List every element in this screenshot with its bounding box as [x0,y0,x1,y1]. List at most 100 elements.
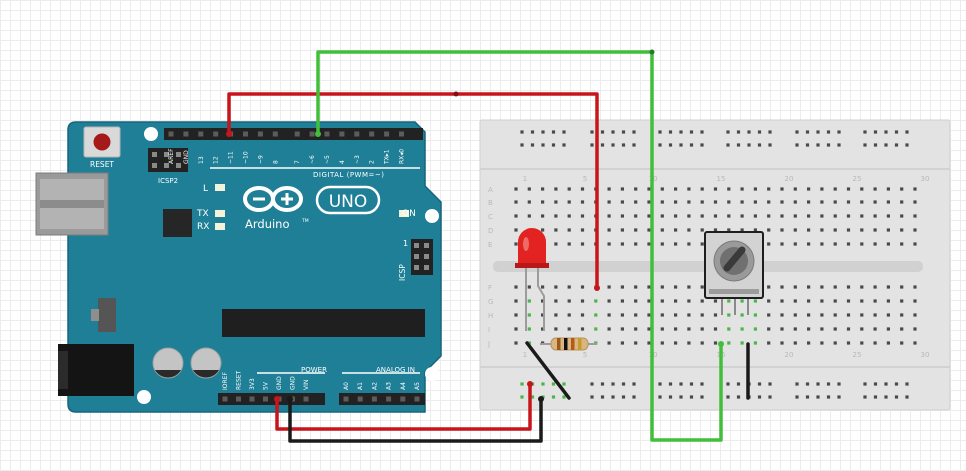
breadboard-hole[interactable] [620,313,624,317]
breadboard-rail-hole[interactable] [632,130,636,134]
breadboard-hole[interactable] [687,285,691,289]
breadboard-rail-hole[interactable] [679,143,683,147]
breadboard-rail-hole[interactable] [668,395,673,399]
breadboard-rail-hole[interactable] [658,130,662,134]
breadboard-hole[interactable] [607,299,611,303]
breadboard-hole[interactable] [860,299,864,303]
breadboard-hole[interactable] [900,228,904,232]
breadboard-hole[interactable] [647,214,651,218]
breadboard-hole[interactable] [846,214,851,218]
breadboard-rail-hole[interactable] [905,395,909,399]
breadboard-hole[interactable] [687,242,691,246]
breadboard-hole[interactable] [767,228,771,232]
breadboard-hole[interactable] [634,299,638,303]
breadboard-hole[interactable] [607,341,611,345]
breadboard-hole[interactable] [900,187,904,191]
breadboard-hole[interactable] [647,187,651,191]
breadboard-hole[interactable] [886,285,890,289]
breadboard-hole[interactable] [514,200,518,204]
icsp-pin[interactable] [414,254,419,259]
power-pin[interactable] [236,396,241,402]
icsp2-pin[interactable] [152,152,157,157]
breadboard-rail-hole[interactable] [795,382,799,386]
breadboard-hole[interactable] [620,299,624,303]
breadboard-hole[interactable] [846,285,851,289]
wire-black-led-to-gnd[interactable] [525,341,571,400]
breadboard-hole[interactable] [780,313,784,317]
breadboard-hole[interactable] [886,341,890,345]
breadboard-hole[interactable] [846,200,851,204]
breadboard-hole[interactable] [727,299,731,303]
breadboard-hole[interactable] [886,313,890,317]
breadboard-hole[interactable] [541,214,545,218]
digital-pin[interactable] [309,131,315,137]
breadboard-hole[interactable] [846,327,851,331]
breadboard-hole[interactable] [514,327,518,331]
breadboard-rail-hole[interactable] [863,382,867,386]
breadboard-hole[interactable] [753,327,757,331]
breadboard-rail-hole[interactable] [600,395,605,399]
breadboard-hole[interactable] [780,341,784,345]
breadboard-hole[interactable] [727,228,731,232]
breadboard-hole[interactable] [634,327,638,331]
breadboard-hole[interactable] [700,327,704,331]
breadboard-rail-hole[interactable] [905,143,909,147]
breadboard-hole[interactable] [727,200,731,204]
breadboard-hole[interactable] [807,187,811,191]
breadboard-hole[interactable] [580,214,585,218]
breadboard-hole[interactable] [753,341,757,345]
breadboard-hole[interactable] [687,200,691,204]
breadboard-hole[interactable] [713,327,718,331]
breadboard-hole[interactable] [900,299,904,303]
breadboard-hole[interactable] [674,228,678,232]
breadboard-rail-hole[interactable] [726,382,730,386]
breadboard-hole[interactable] [913,313,917,317]
breadboard-hole[interactable] [846,313,851,317]
breadboard-hole[interactable] [753,187,757,191]
power-pin[interactable] [263,396,268,402]
breadboard-hole[interactable] [647,313,651,317]
breadboard-hole[interactable] [634,214,638,218]
breadboard-hole[interactable] [767,299,771,303]
breadboard-hole[interactable] [541,313,545,317]
breadboard-rail-hole[interactable] [873,130,878,134]
breadboard-hole[interactable] [554,214,558,218]
breadboard-hole[interactable] [700,214,704,218]
breadboard-rail-hole[interactable] [795,143,799,147]
breadboard-hole[interactable] [860,200,864,204]
breadboard-hole[interactable] [767,285,771,289]
breadboard-hole[interactable] [541,187,545,191]
breadboard-rail-hole[interactable] [805,382,810,386]
breadboard-hole[interactable] [900,327,904,331]
breadboard-hole[interactable] [873,228,877,232]
breadboard-rail-hole[interactable] [873,395,878,399]
breadboard-rail-hole[interactable] [590,130,594,134]
breadboard-rail-hole[interactable] [541,130,545,134]
breadboard-hole[interactable] [567,285,571,289]
potentiometer[interactable] [704,231,764,315]
breadboard-hole[interactable] [833,285,837,289]
breadboard-hole[interactable] [620,228,624,232]
breadboard-rail-hole[interactable] [562,382,566,386]
breadboard-hole[interactable] [913,200,917,204]
breadboard-hole[interactable] [820,200,824,204]
breadboard-hole[interactable] [514,242,518,246]
breadboard-rail-hole[interactable] [621,382,626,386]
breadboard-hole[interactable] [913,341,917,345]
breadboard-hole[interactable] [913,214,917,218]
breadboard-hole[interactable] [727,341,731,345]
breadboard-hole[interactable] [541,200,545,204]
breadboard-hole[interactable] [674,214,678,218]
breadboard-hole[interactable] [807,313,811,317]
breadboard-hole[interactable] [660,285,664,289]
breadboard-hole[interactable] [660,214,664,218]
breadboard-hole[interactable] [900,313,904,317]
analog-pin[interactable] [414,396,420,402]
breadboard-hole[interactable] [780,299,784,303]
breadboard-hole[interactable] [820,313,824,317]
breadboard-hole[interactable] [527,214,531,218]
breadboard-rail-hole[interactable] [757,143,762,147]
breadboard-hole[interactable] [527,187,531,191]
breadboard-hole[interactable] [780,327,784,331]
breadboard-hole[interactable] [713,341,718,345]
